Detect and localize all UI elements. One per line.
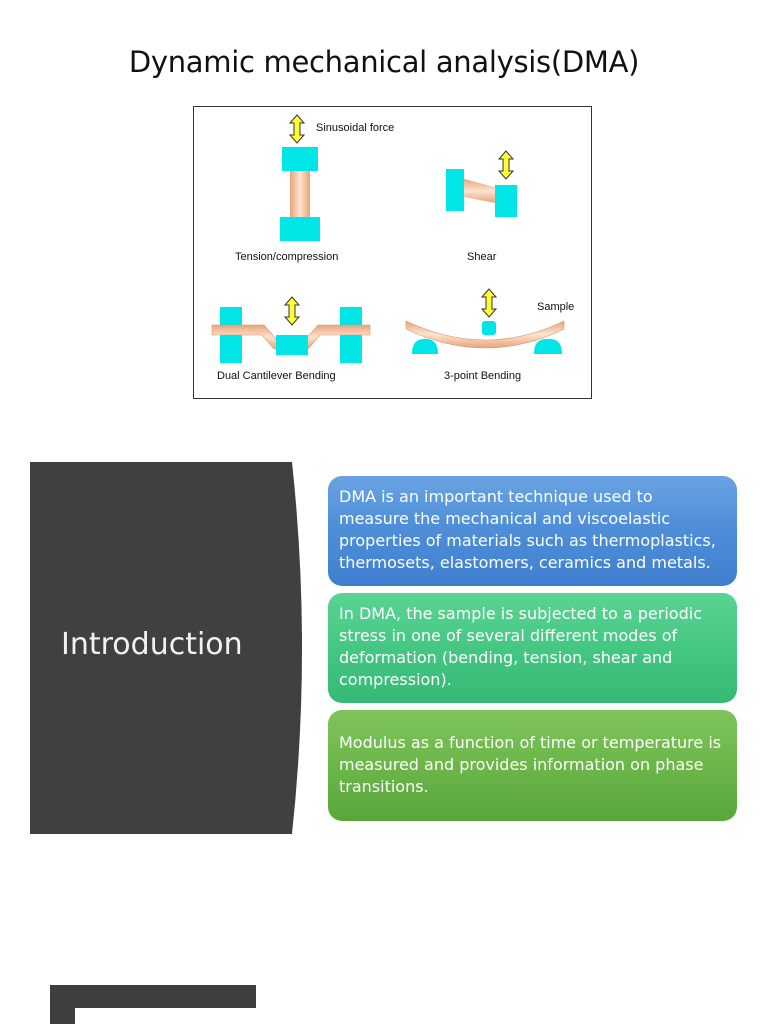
three-point-label: 3-point Bending bbox=[444, 370, 522, 382]
three-point-bending-mode bbox=[405, 288, 565, 354]
info-card-1: DMA is an important technique used to me… bbox=[328, 476, 737, 586]
sample-label: Sample bbox=[537, 301, 575, 313]
shear-mode bbox=[446, 150, 517, 217]
shear-left-clamp bbox=[446, 169, 464, 211]
upper-clamp bbox=[282, 147, 318, 171]
intro-panel bbox=[30, 462, 302, 834]
force-arrow-icon bbox=[289, 114, 305, 144]
tp-left-support bbox=[412, 339, 438, 354]
force-label: Sinusoidal force bbox=[316, 122, 395, 134]
tp-sample bbox=[405, 320, 565, 349]
dc-center-clamp bbox=[276, 335, 308, 355]
dma-modes-figure: Sinusoidal force Tension/compression She… bbox=[193, 106, 592, 399]
dual-cantilever-mode bbox=[211, 296, 371, 363]
info-card-text: In DMA, the sample is subjected to a per… bbox=[339, 604, 702, 689]
force-arrow-icon bbox=[481, 288, 497, 318]
tension-compression-mode bbox=[280, 114, 320, 241]
dma-modes-diagram bbox=[211, 114, 565, 363]
slide-title: Dynamic mechanical analysis(DMA) bbox=[128, 45, 640, 79]
next-slide-corner-side bbox=[50, 985, 75, 1024]
force-arrow-icon bbox=[498, 150, 514, 180]
intro-heading: Introduction bbox=[61, 627, 243, 662]
tp-center-probe bbox=[482, 321, 496, 335]
info-card-text: DMA is an important technique used to me… bbox=[339, 487, 716, 572]
lower-clamp bbox=[280, 217, 320, 241]
info-card-text: Modulus as a function of time or tempera… bbox=[339, 733, 722, 796]
tp-right-support bbox=[534, 339, 562, 354]
tension-sample bbox=[290, 171, 310, 217]
info-card-2: In DMA, the sample is subjected to a per… bbox=[328, 593, 737, 703]
force-arrow-icon bbox=[284, 296, 300, 326]
dual-cantilever-label: Dual Cantilever Bending bbox=[217, 370, 336, 382]
info-card-3: Modulus as a function of time or tempera… bbox=[328, 710, 737, 821]
next-slide-corner-bar bbox=[50, 985, 256, 1008]
shear-right-clamp bbox=[495, 185, 517, 217]
shear-label: Shear bbox=[467, 251, 497, 263]
tension-label: Tension/compression bbox=[235, 251, 339, 263]
shear-sample bbox=[464, 179, 495, 203]
